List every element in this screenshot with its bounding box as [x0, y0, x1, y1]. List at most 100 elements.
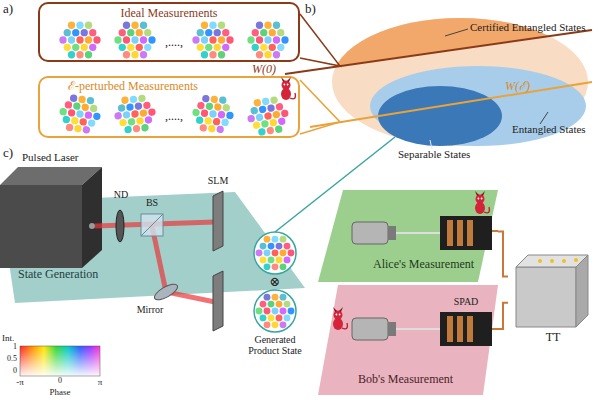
zoom-line: [275, 137, 395, 232]
objective-lens: [388, 322, 396, 336]
spad-detector: [440, 216, 492, 250]
detector-cable: [498, 303, 508, 329]
node-shape: [254, 232, 296, 274]
product-pattern: [256, 294, 295, 329]
laser-beam: [95, 222, 215, 226]
optical-fiber: [396, 232, 440, 234]
cable-stub: [492, 230, 498, 232]
entangled-region: [370, 66, 586, 146]
node-shape: [516, 267, 576, 327]
node-shape: [254, 290, 296, 332]
laser-body: [82, 167, 102, 268]
component-label: Mirror: [137, 305, 164, 315]
objective-lens: [352, 318, 388, 340]
node-text: State Generation: [18, 268, 138, 281]
region-label: Certified Entangled States: [470, 22, 585, 33]
leader-line: [430, 140, 432, 149]
perturbed-pattern: [57, 93, 103, 135]
node-text: ℰ-perturbed Measurements: [68, 80, 268, 93]
spad-detector: [440, 312, 492, 346]
leader-line: [540, 112, 548, 124]
objective-lens: [352, 222, 388, 244]
beam-splitter: [141, 214, 163, 236]
laser-aperture: [89, 223, 95, 229]
laser-beam: [152, 226, 215, 302]
spad-detector: [467, 220, 473, 246]
time-tagger: TT: [508, 245, 598, 350]
spad-detector: [457, 220, 463, 246]
region-label: Entangled States: [512, 124, 586, 135]
witness-line: [285, 30, 592, 74]
tt-connector: [550, 259, 554, 263]
node-text: Bob's Measurement: [358, 373, 478, 386]
ellipsis-mark: ,....,: [165, 110, 183, 122]
colorbar-tick: π: [98, 378, 103, 387]
colorbar-tick: 1: [13, 343, 17, 351]
tt-connector: [562, 259, 566, 263]
panel-letter: b): [305, 2, 316, 15]
node-text: Generated Product State: [240, 334, 310, 356]
ideal-pattern: [114, 22, 155, 59]
spad-detector: [467, 316, 473, 342]
objective-lens: [388, 226, 396, 240]
perturbed-pattern: [113, 94, 158, 135]
laser-body: [0, 167, 102, 185]
node-text: Ideal Measurements: [40, 7, 298, 20]
optical-fiber: [396, 328, 440, 330]
witness-line: [310, 82, 592, 127]
witness-label: W(ℰ): [505, 80, 530, 92]
product-state: Generated Product State: [240, 228, 310, 360]
cable-stub: [492, 328, 498, 330]
perturbed-pattern: [245, 95, 292, 138]
colorbar-tick: 0.5: [7, 355, 17, 363]
slm-panel: [213, 191, 223, 251]
callout-line: [300, 80, 340, 134]
detector-cable: [498, 231, 508, 276]
node-shape: [318, 285, 498, 395]
laser-body: [0, 185, 82, 268]
nd-filter: [116, 210, 124, 242]
spad-detector: [457, 316, 463, 342]
node-shape: [0, 192, 305, 303]
spad-detector: [447, 220, 453, 246]
colorbar-tick: 0: [13, 367, 17, 375]
node-text: TT: [508, 331, 598, 344]
setup-platform: Bob's Measurement: [318, 285, 498, 395]
colorbar-title: Int.: [2, 334, 14, 343]
mirror: [152, 281, 180, 303]
colorbar-tick: -π: [16, 378, 24, 387]
devil-symbol: [281, 77, 295, 100]
devil-symbol: [333, 307, 347, 330]
region-label: Separable States: [398, 149, 470, 160]
slm-panel: [213, 271, 223, 331]
colorbar-title: Phase: [50, 388, 71, 397]
panel-letter: a): [3, 2, 13, 15]
leader-line: [445, 29, 468, 36]
node-shape: [576, 255, 588, 327]
colorbar: [20, 346, 100, 376]
spad-detector: [447, 316, 453, 342]
ideal-pattern: [247, 22, 288, 59]
component-label: SLM: [208, 176, 229, 186]
certified-entangled-region: [332, 18, 588, 146]
panel-letter: c): [3, 146, 13, 159]
perturbed-pattern: [191, 94, 235, 134]
beam-splitter: [141, 214, 163, 236]
node-text: Alice's Measurement: [373, 258, 493, 271]
state-space-region: [332, 18, 588, 146]
node-shape: [318, 190, 498, 282]
colorbar-tick: 0: [58, 377, 62, 385]
witness-label: W(0): [252, 63, 276, 75]
separable-region: [378, 86, 502, 146]
ellipsis-mark: ,....,: [165, 36, 183, 48]
tt-connector: [538, 259, 542, 263]
devil-symbol: [475, 191, 489, 214]
component-label: Pulsed Laser: [22, 152, 79, 163]
tt-connector: [574, 258, 578, 262]
callout-line: [300, 14, 340, 66]
ideal-pattern: [59, 22, 100, 59]
setup-platform: Alice's Measurement: [318, 190, 498, 282]
product-pattern: [256, 236, 295, 271]
